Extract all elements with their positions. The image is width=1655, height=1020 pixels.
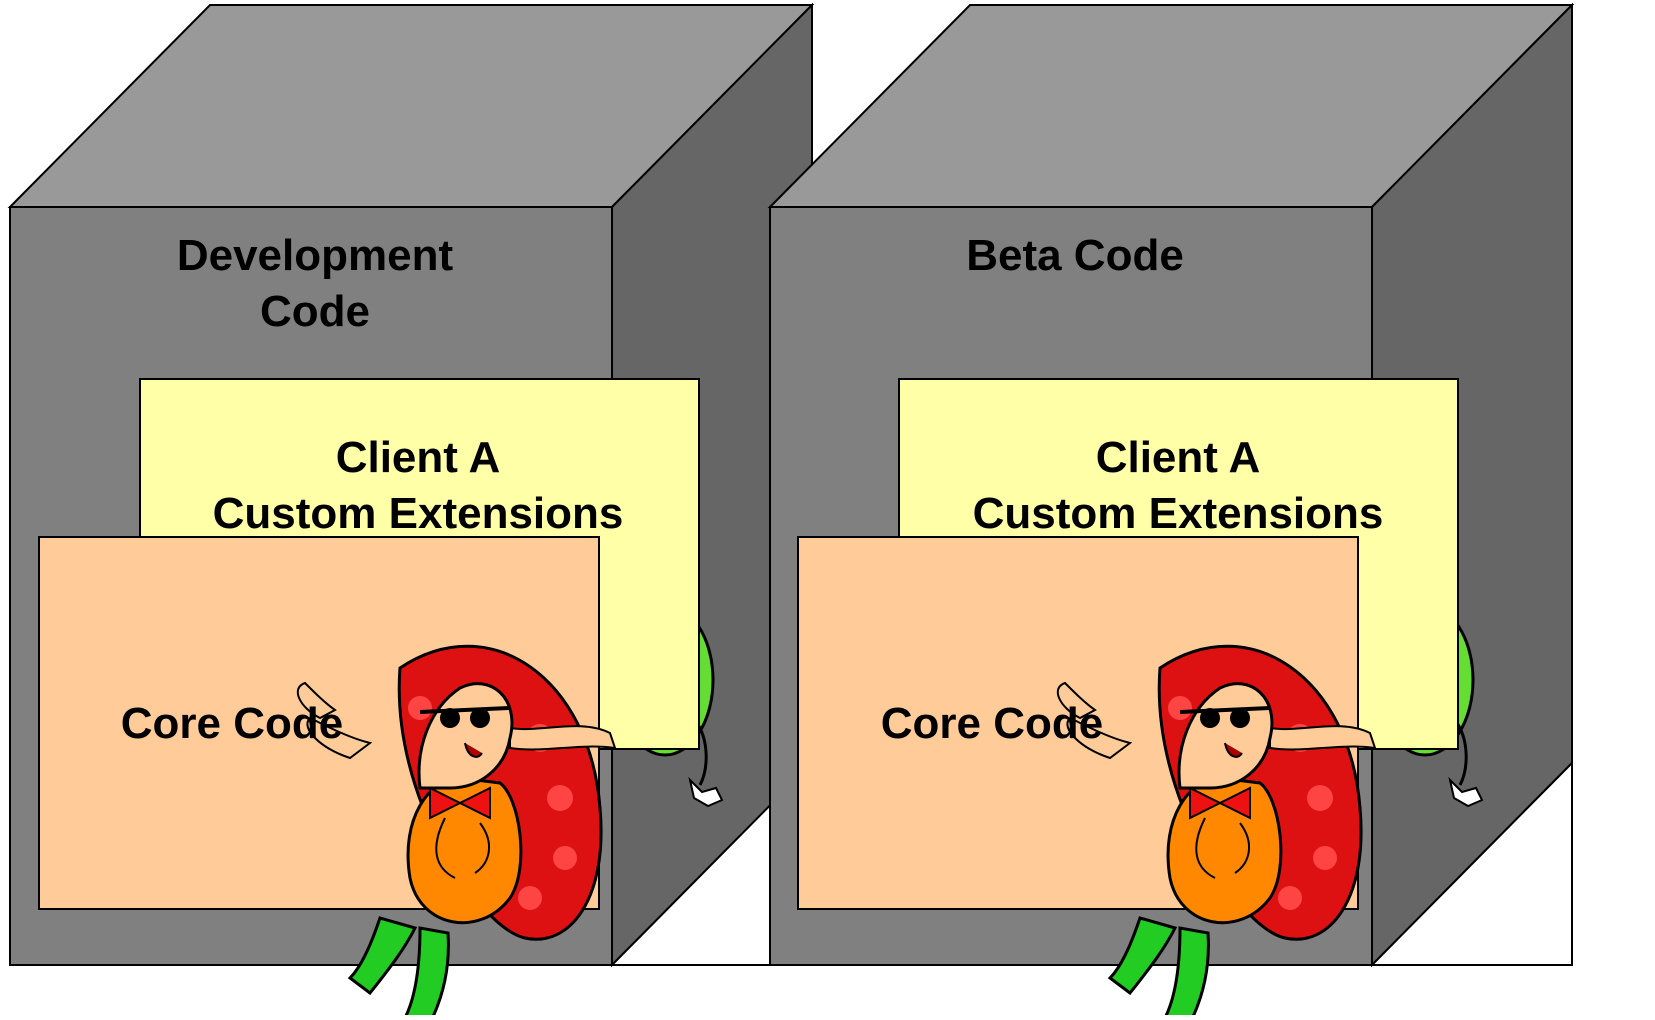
client-a-extensions-label: Client A Custom Extensions <box>200 430 636 542</box>
beta-box-side-notch <box>1369 760 1573 966</box>
core-code-label: Core Code <box>872 696 1112 752</box>
beta-box <box>767 2 1575 1020</box>
core-code-text: Core Code <box>880 699 1104 748</box>
development-box <box>7 2 815 1020</box>
core-code-text: Core Code <box>120 699 344 748</box>
beta-code-title: Beta Code <box>925 228 1225 284</box>
extensions-line-1: Client A <box>1095 433 1261 482</box>
extensions-line-2: Custom Extensions <box>212 489 624 538</box>
development-code-title: Development Code <box>165 228 465 340</box>
title-line-2: Code <box>260 287 370 336</box>
core-code-label: Core Code <box>112 696 352 752</box>
extensions-line-1: Client A <box>335 433 501 482</box>
title-line-1: Development <box>176 231 454 280</box>
title-line-1: Beta Code <box>966 231 1184 280</box>
extensions-line-2: Custom Extensions <box>972 489 1384 538</box>
client-a-extensions-label: Client A Custom Extensions <box>960 430 1396 542</box>
